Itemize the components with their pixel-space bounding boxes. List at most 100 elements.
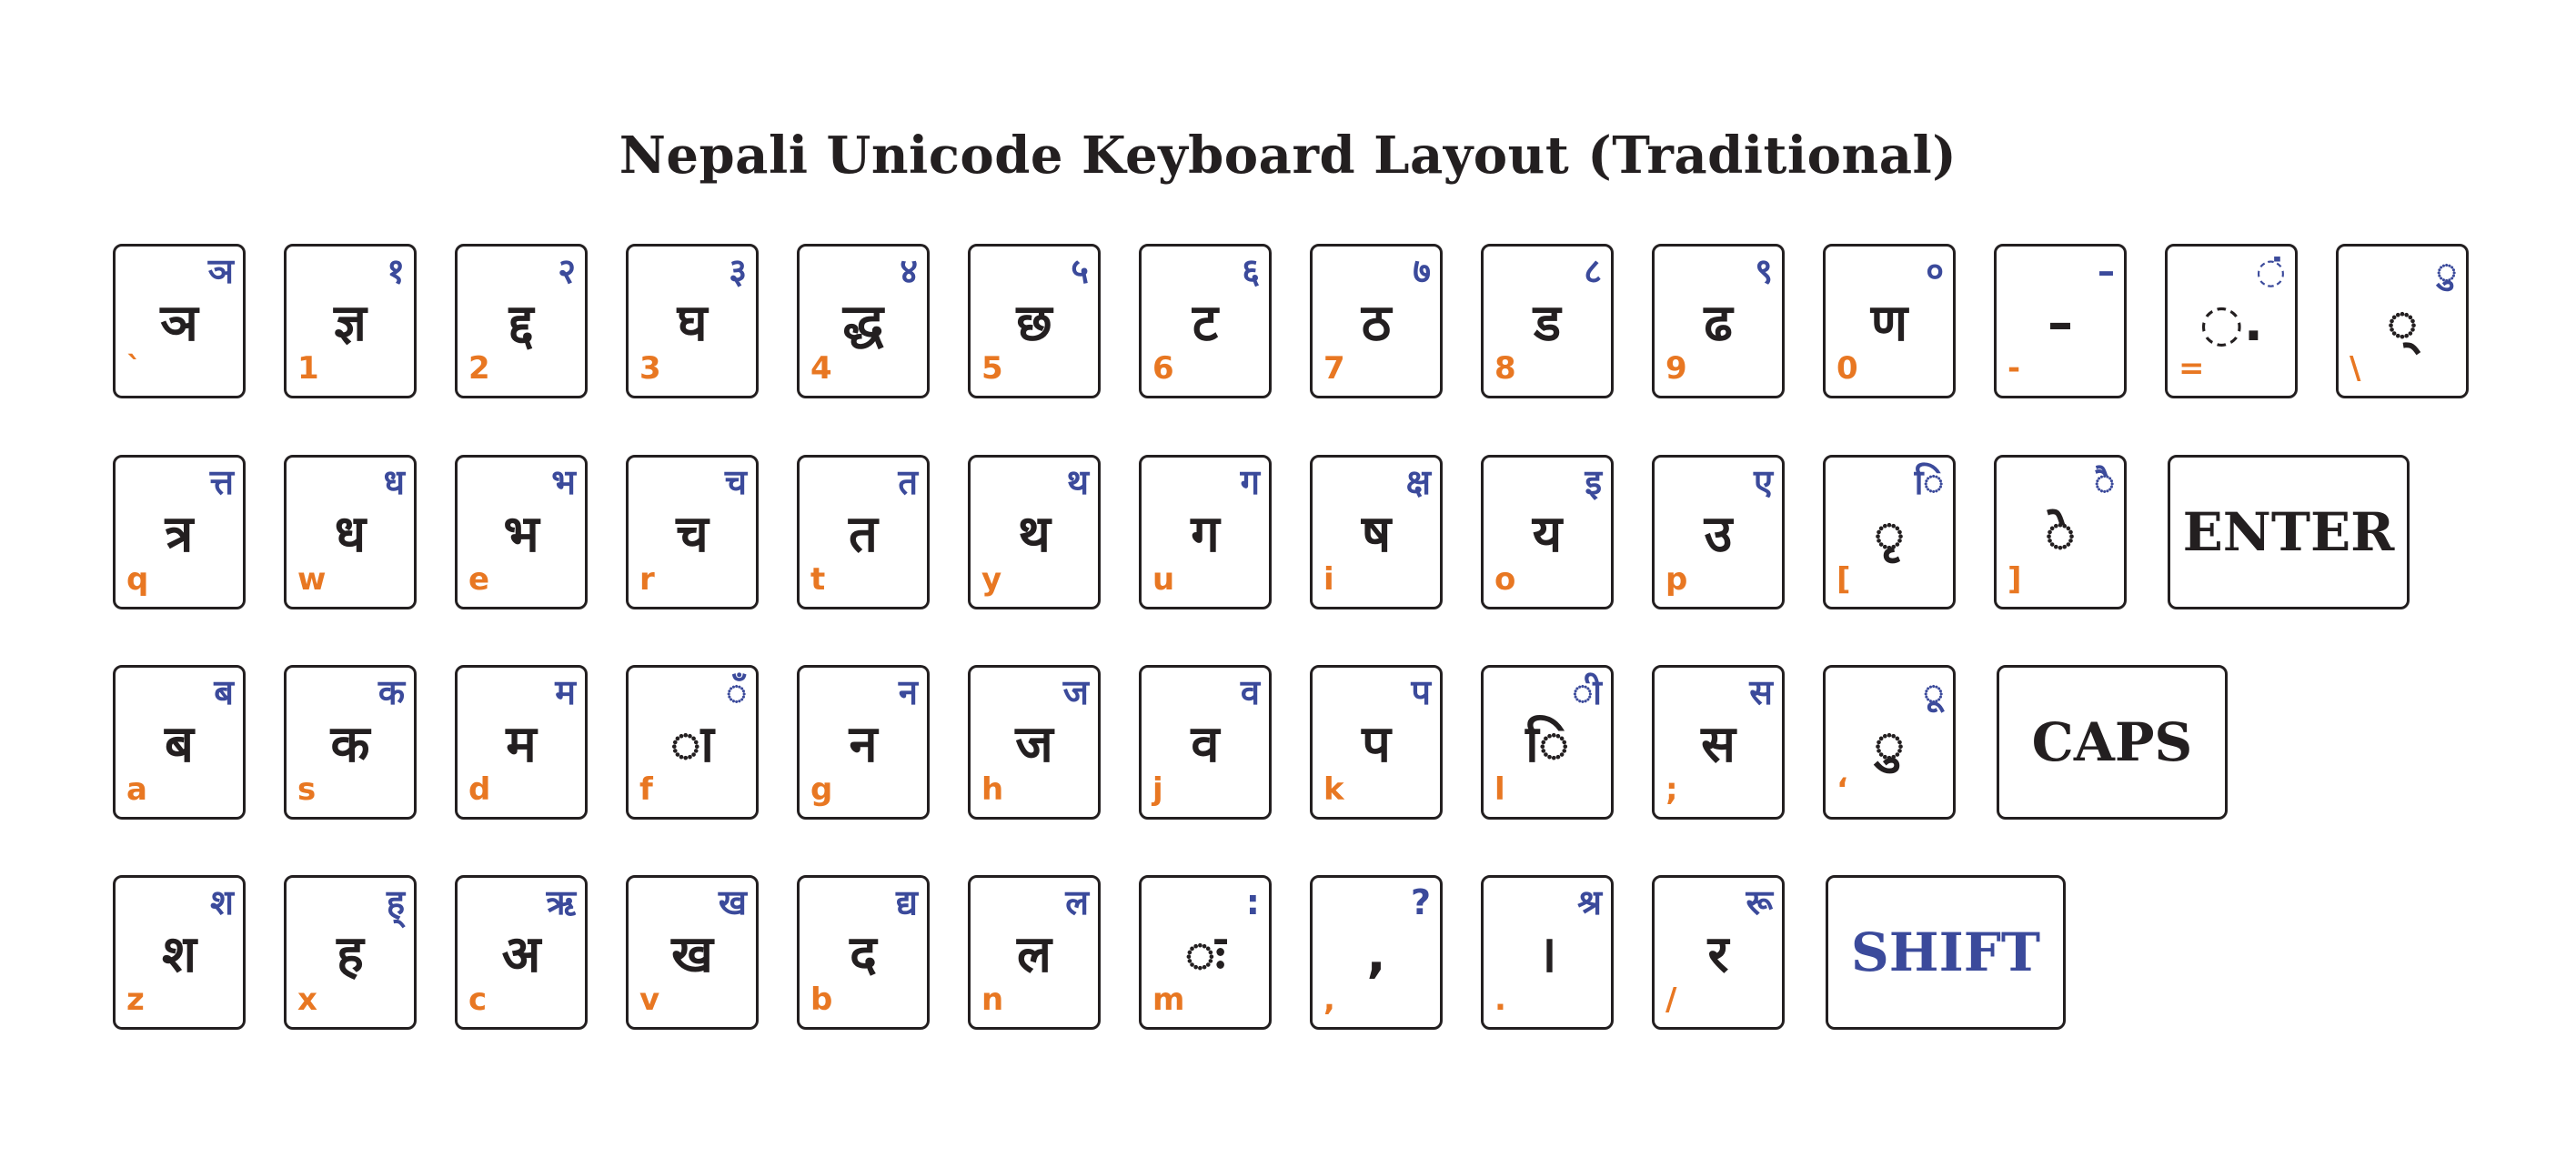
key-shift-char: ख bbox=[718, 882, 747, 922]
key-english-char: v bbox=[639, 982, 660, 1018]
key-main-char: , bbox=[1366, 925, 1386, 984]
key-main-char: म bbox=[506, 715, 537, 774]
key-english-char: 9 bbox=[1665, 350, 1687, 387]
key-english-char: e bbox=[468, 561, 490, 598]
key-main-char: ह bbox=[337, 925, 364, 984]
page-title: Nepali Unicode Keyboard Layout (Traditio… bbox=[619, 126, 1957, 186]
key-english-char: m bbox=[1152, 982, 1185, 1018]
key-main-char: ठ bbox=[1361, 294, 1392, 353]
key-english-char: d bbox=[468, 771, 491, 808]
key-shift-char: ◌̇ bbox=[2255, 251, 2286, 291]
key-shift-char: द्य bbox=[896, 882, 918, 922]
key-main-char: य bbox=[1532, 505, 1563, 564]
key[interactable]: ––- bbox=[1994, 244, 2127, 398]
key[interactable]: श्र।. bbox=[1481, 875, 1614, 1030]
key[interactable]: ◌ि◌ृ[ bbox=[1823, 455, 1956, 609]
key-shift-char: ब bbox=[214, 672, 234, 712]
key-english-char: ‘ bbox=[1836, 771, 1848, 808]
key-main-char: क bbox=[330, 715, 370, 774]
key-shift-char: प bbox=[1411, 672, 1431, 712]
caps-key[interactable]: CAPS bbox=[1997, 665, 2228, 820]
key-shift-char: रू bbox=[1746, 882, 1773, 922]
key[interactable]: ◌ै◌े] bbox=[1994, 455, 2127, 609]
caps-key-label: CAPS bbox=[2031, 711, 2193, 773]
shift-key[interactable]: SHIFT bbox=[1826, 875, 2066, 1030]
key-main-char: ध bbox=[334, 505, 367, 564]
key-english-char: ] bbox=[2007, 561, 2022, 598]
enter-key[interactable]: ENTER bbox=[2168, 455, 2410, 609]
key-main-char: ञ bbox=[160, 294, 198, 353]
key[interactable]: रूर/ bbox=[1652, 875, 1785, 1030]
key-main-char: ल bbox=[1017, 925, 1052, 984]
key-main-char: व bbox=[1191, 715, 1220, 774]
key-shift-char: न bbox=[898, 672, 918, 712]
key-shift-char: १ bbox=[387, 251, 405, 291]
key-shift-char: ◌ु bbox=[2436, 251, 2457, 291]
key-shift-char: ? bbox=[1410, 882, 1431, 922]
key-shift-char: भ bbox=[551, 462, 576, 502]
key-english-char: , bbox=[1323, 982, 1335, 1018]
key-english-char: y bbox=[981, 561, 1002, 598]
key[interactable]: ीिl bbox=[1481, 665, 1614, 820]
key[interactable]: :◌ःm bbox=[1139, 875, 1272, 1030]
key-shift-char: ग bbox=[1240, 462, 1260, 502]
key[interactable]: ◌ु◌्\ bbox=[2336, 244, 2469, 398]
key-main-char: च bbox=[676, 505, 709, 564]
key-shift-char: ० bbox=[1926, 251, 1944, 291]
key[interactable]: ◌̇◌.= bbox=[2165, 244, 2298, 398]
key-main-char: ज bbox=[1015, 715, 1053, 774]
key-main-char: प bbox=[1362, 715, 1391, 774]
key-shift-char: ८ bbox=[1584, 251, 1602, 291]
key-shift-char: इ bbox=[1585, 462, 1602, 502]
key-english-char: l bbox=[1494, 771, 1505, 808]
key-main-char: श bbox=[161, 925, 197, 984]
key-english-char: . bbox=[1494, 982, 1506, 1018]
key-shift-char: : bbox=[1245, 882, 1260, 922]
key-main-char: घ bbox=[677, 294, 708, 353]
key[interactable]: ◌ू◌ु‘ bbox=[1823, 665, 1956, 820]
key-shift-char: ◌ू bbox=[1923, 672, 1944, 712]
key[interactable]: ?,, bbox=[1310, 875, 1443, 1030]
key-shift-char: ध bbox=[383, 462, 405, 502]
key[interactable]: ◌ँाf bbox=[626, 665, 759, 820]
key-english-char: f bbox=[639, 771, 653, 808]
key-shift-char: ऋ bbox=[546, 882, 576, 922]
key-english-char: / bbox=[1665, 982, 1677, 1018]
key-english-char: r bbox=[639, 561, 655, 598]
